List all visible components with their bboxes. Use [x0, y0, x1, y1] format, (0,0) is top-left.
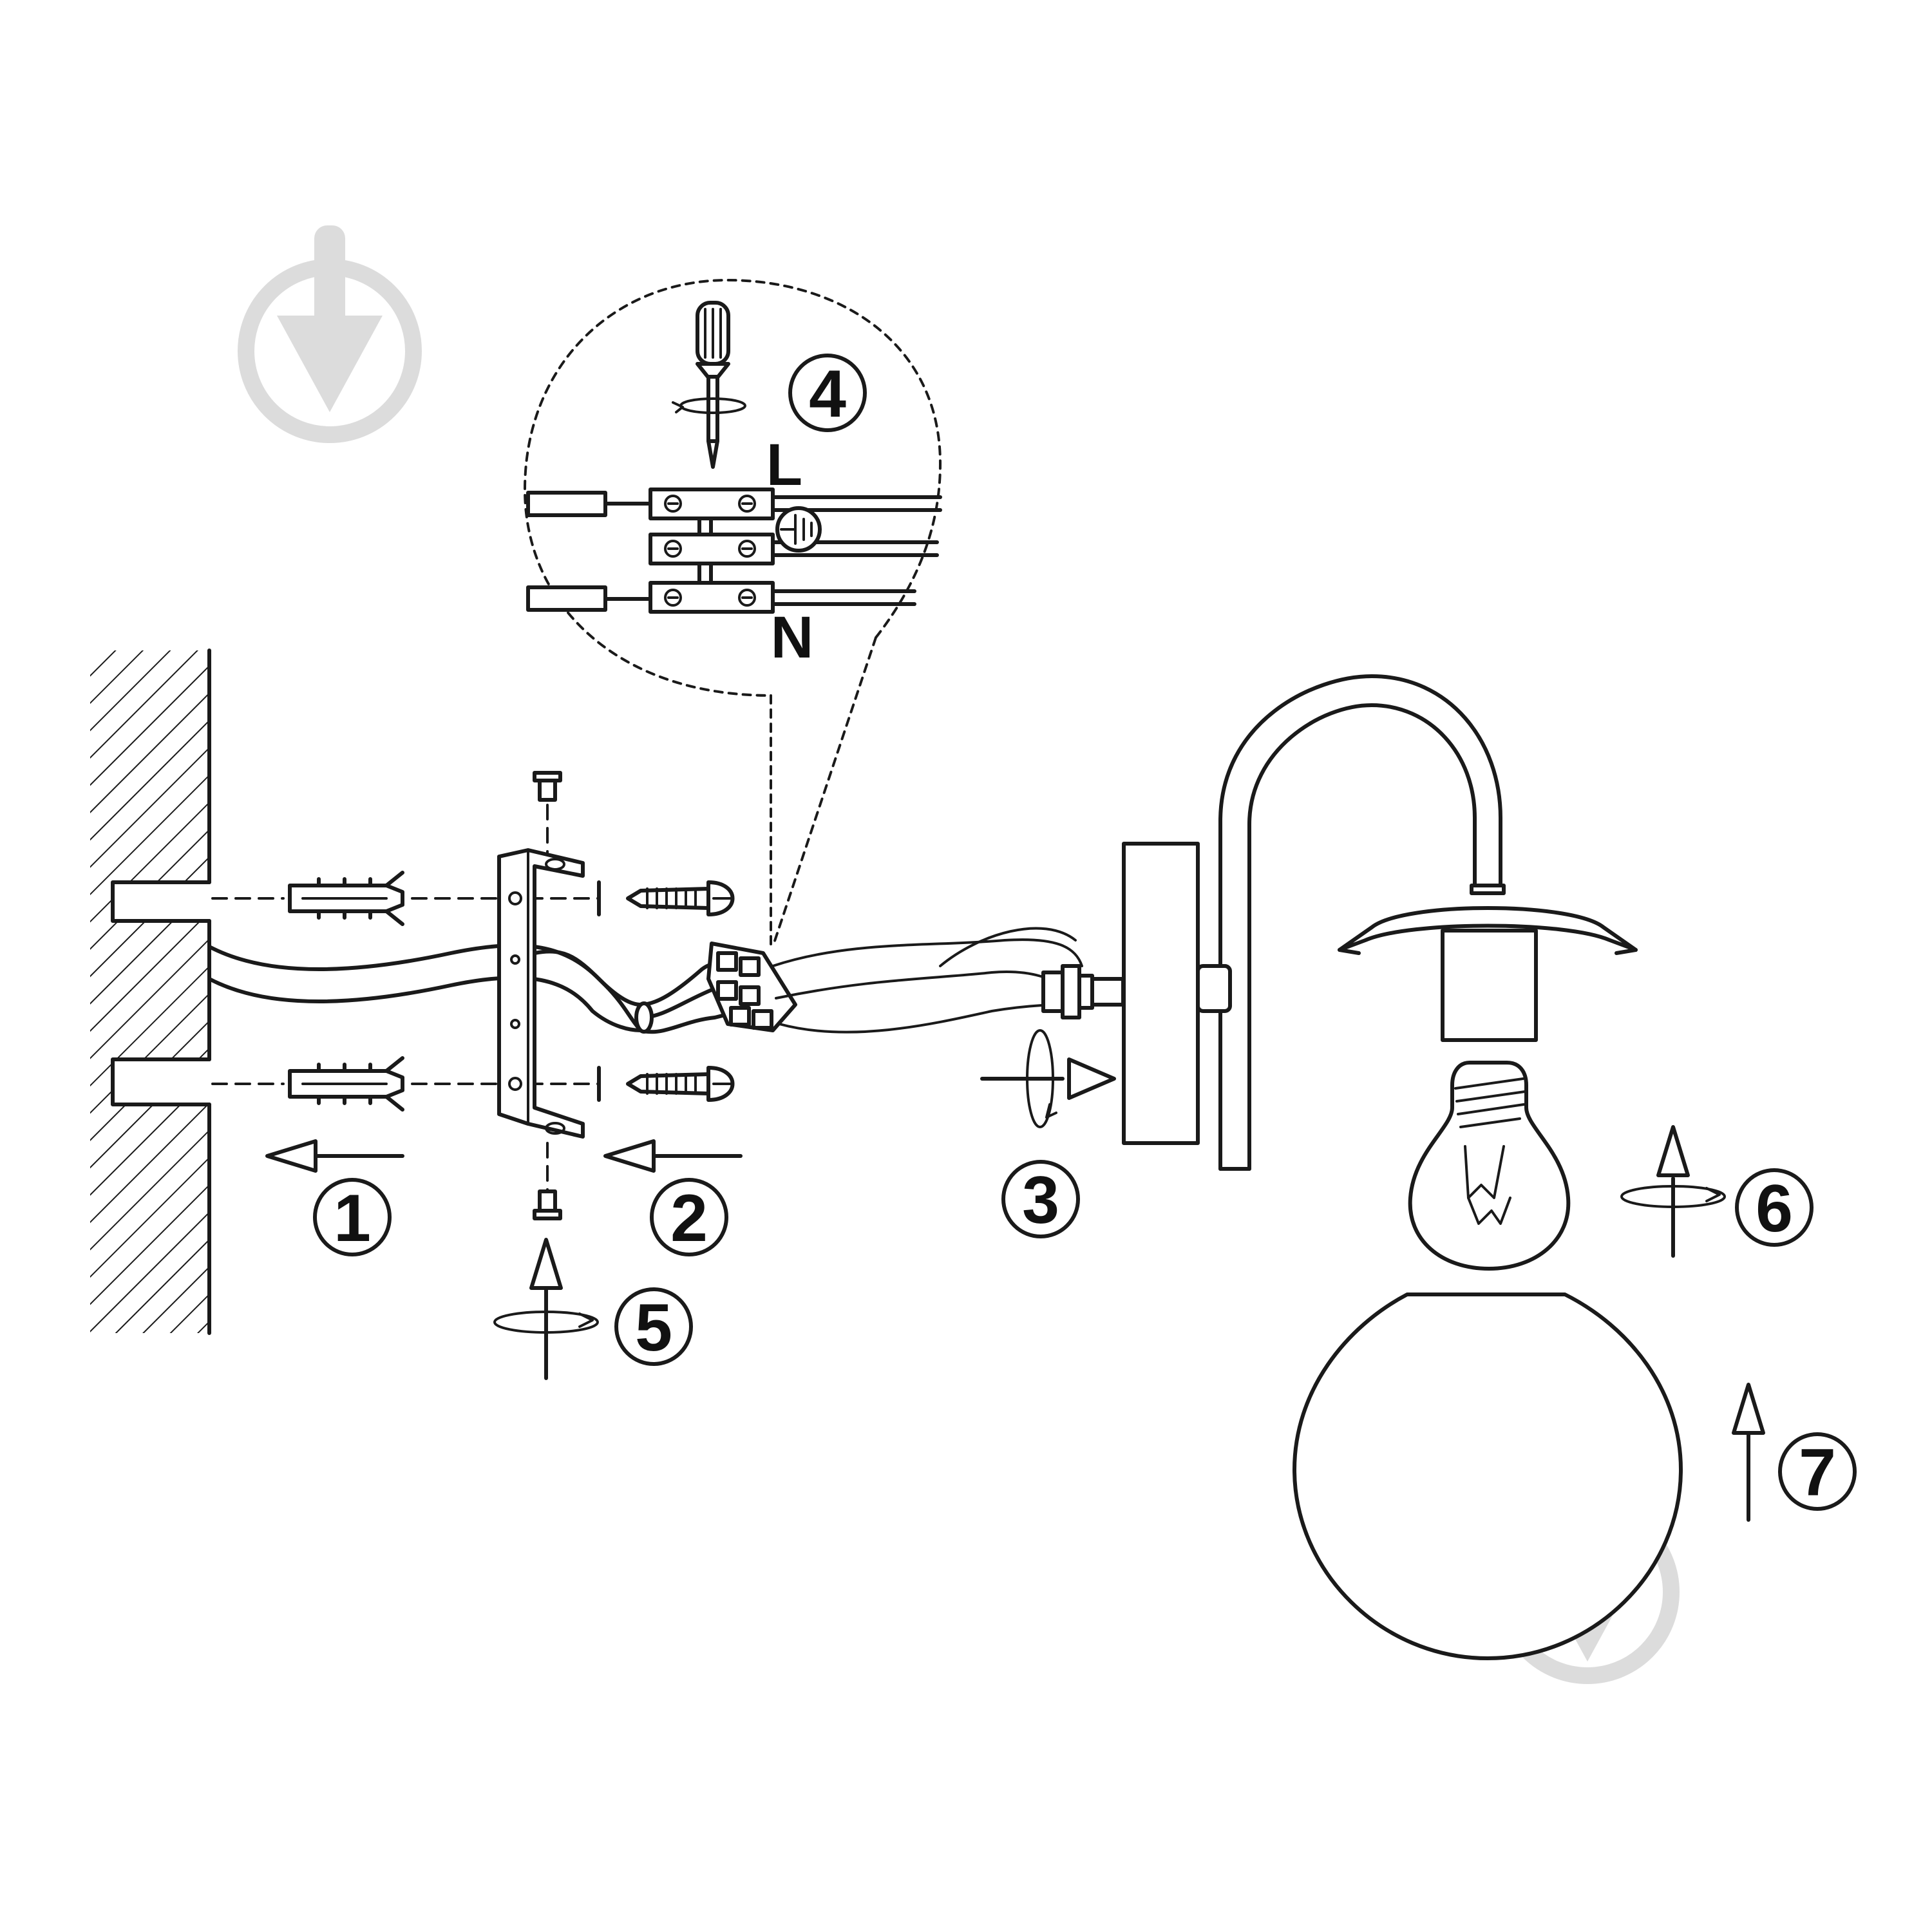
step-marker-6: 6 [1735, 1168, 1814, 1247]
wall-plug-lower [288, 1056, 404, 1112]
step-marker-3: 3 [1001, 1160, 1080, 1238]
terminal-connector-bar [697, 516, 713, 585]
up-arrow-icon [1732, 1383, 1765, 1522]
rotate-arrow-icon [980, 1029, 1116, 1128]
lamp-wall-plate [1122, 842, 1200, 1145]
wood-screw-lower [597, 1066, 735, 1102]
step-number: 2 [670, 1181, 708, 1256]
watermark-logo-icon [238, 225, 422, 443]
wood-screw-upper [597, 880, 735, 916]
ground-symbol-icon [775, 506, 822, 553]
step-marker-5: 5 [614, 1287, 693, 1366]
rotate-arrow-icon [1620, 1125, 1726, 1258]
step-marker-7: 7 [1778, 1432, 1857, 1511]
lamp-wires [772, 927, 1083, 1034]
threaded-connector [1041, 964, 1125, 1019]
bracket-screw-top [533, 771, 562, 802]
mounting-bracket [497, 848, 585, 1139]
globe-shade [1293, 1293, 1683, 1660]
callout-line [772, 636, 877, 948]
step-number: 5 [635, 1291, 672, 1365]
step-number: 6 [1756, 1171, 1793, 1246]
step-marker-4: 4 [788, 354, 867, 432]
rotate-arrow-icon [493, 1238, 599, 1380]
lamp-arm [1196, 674, 1502, 1171]
lamp-canopy [1338, 884, 1638, 955]
terminal-strip-neutral [526, 581, 916, 614]
left-arrow-icon [603, 1139, 743, 1173]
step-number: 3 [1022, 1163, 1059, 1238]
terminal-strip-live [526, 488, 942, 520]
wall [90, 649, 211, 1335]
terminal-block [706, 942, 797, 1032]
step-marker-1: 1 [313, 1178, 392, 1256]
terminal-label-live: L [766, 432, 802, 498]
left-arrow-icon [265, 1139, 404, 1173]
step-marker-2: 2 [650, 1178, 728, 1256]
step-number: 1 [334, 1181, 371, 1256]
step-number: 7 [1799, 1435, 1836, 1510]
bracket-screw-bottom [533, 1189, 562, 1220]
wall-plug-upper [288, 871, 404, 926]
terminal-label-neutral: N [771, 605, 813, 670]
screwdriver-icon [672, 301, 746, 469]
light-bulb-icon [1408, 1061, 1571, 1271]
lamp-socket [1441, 929, 1538, 1042]
step-number: 4 [809, 357, 846, 431]
wiring-detail-callout: L N [524, 279, 942, 697]
